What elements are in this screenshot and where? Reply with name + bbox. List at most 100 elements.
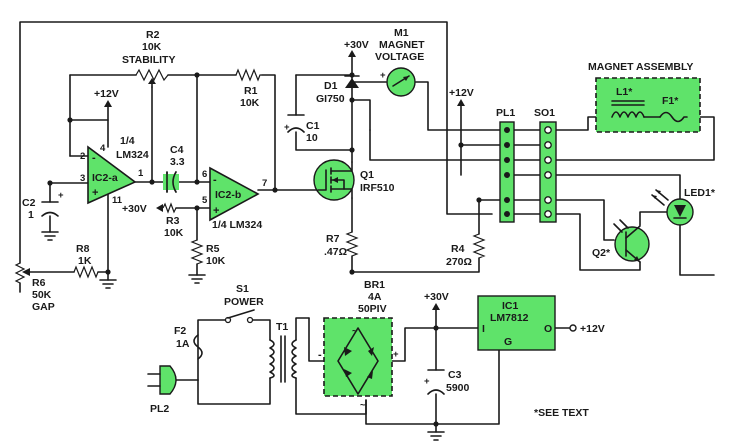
pin-2: 2 bbox=[80, 151, 85, 162]
pl2-label: PL2 bbox=[150, 403, 169, 415]
pin-3: 3 bbox=[80, 173, 85, 184]
ground-icon bbox=[427, 423, 445, 441]
q1-name: Q1 bbox=[360, 169, 374, 181]
ic2b-plus: + bbox=[213, 205, 219, 217]
r1-value: 10K bbox=[240, 97, 260, 109]
so1-label: SO1 bbox=[534, 107, 555, 119]
r2-potentiometer bbox=[135, 68, 169, 88]
ic2b-part: 1/4 LM324 bbox=[212, 219, 262, 231]
f2-value: 1A bbox=[176, 338, 190, 350]
diode-icon bbox=[344, 75, 360, 88]
r6-name: R6 bbox=[32, 277, 46, 289]
r7-value: .47Ω bbox=[324, 246, 347, 258]
r7-name: R7 bbox=[326, 233, 340, 245]
ground-icon bbox=[41, 231, 59, 241]
c1-name: C1 bbox=[306, 120, 320, 132]
plus30-r3: +30V bbox=[122, 203, 147, 215]
vcc30-arrow-bottom bbox=[432, 303, 440, 310]
pin-6: 6 bbox=[202, 169, 207, 180]
vcc-arrow-right bbox=[457, 99, 465, 106]
c1-plus: + bbox=[284, 122, 290, 133]
br1-value1: 4A bbox=[368, 291, 382, 303]
r2-name: R2 bbox=[146, 29, 160, 41]
pin-7: 7 bbox=[262, 178, 267, 189]
c2-value: 1 bbox=[28, 209, 34, 221]
m1-func2: VOLTAGE bbox=[375, 51, 424, 63]
resistor-icon bbox=[190, 239, 204, 265]
f2-name: F2 bbox=[174, 325, 186, 337]
pin-4: 4 bbox=[100, 143, 106, 154]
ic2a-fraction: 1/4 bbox=[120, 135, 135, 147]
l1-label: L1* bbox=[616, 86, 633, 98]
r4-name: R4 bbox=[451, 243, 465, 255]
pin-1: 1 bbox=[138, 168, 144, 179]
ground-icon bbox=[188, 274, 206, 284]
br1-plus: + bbox=[393, 349, 399, 360]
plus30-bottom: +30V bbox=[424, 291, 449, 303]
c2-name: C2 bbox=[22, 197, 36, 209]
ic2a-minus: - bbox=[92, 152, 96, 164]
r5-value: 10K bbox=[206, 255, 226, 267]
ic1-gnd: G bbox=[504, 336, 512, 348]
c3-name: C3 bbox=[448, 369, 462, 381]
plus12-left-label: +12V bbox=[94, 88, 119, 100]
m1-plus: + bbox=[380, 70, 386, 81]
r2-function: STABILITY bbox=[122, 54, 175, 66]
c2-plus: + bbox=[58, 190, 64, 201]
f1-label: F1* bbox=[662, 95, 679, 107]
c2-capacitor bbox=[41, 201, 59, 217]
led-icon bbox=[651, 189, 694, 226]
m1-func1: MAGNET bbox=[379, 39, 425, 51]
r8-value: 1K bbox=[78, 255, 92, 267]
s1-name: S1 bbox=[236, 283, 249, 295]
r6-function: GAP bbox=[32, 301, 55, 313]
r3-resistor bbox=[156, 202, 177, 214]
out12-label: +12V bbox=[580, 323, 605, 335]
t1-label: T1 bbox=[276, 321, 288, 333]
pin-11: 11 bbox=[112, 195, 123, 206]
r3-name: R3 bbox=[166, 215, 180, 227]
fuse-icon bbox=[193, 334, 203, 360]
junction-dots bbox=[47, 72, 482, 427]
d1-name: D1 bbox=[324, 80, 338, 92]
br1-value2: 50PIV bbox=[358, 303, 387, 315]
resistor-icon bbox=[235, 68, 262, 82]
c4-capacitor bbox=[163, 171, 179, 193]
pl1-connector bbox=[499, 121, 515, 223]
bridge-rectifier-icon bbox=[323, 317, 393, 397]
pl1-label: PL1 bbox=[496, 107, 515, 119]
c4-value: 3.3 bbox=[170, 156, 185, 168]
r3-value: 10K bbox=[164, 227, 184, 239]
s1-function: POWER bbox=[224, 296, 264, 308]
r2-value: 10K bbox=[142, 41, 162, 53]
ic1-name: IC1 bbox=[502, 300, 519, 312]
see-text-note: *SEE TEXT bbox=[534, 407, 589, 419]
r1-name: R1 bbox=[244, 85, 258, 97]
vcc-arrow-ic2a bbox=[104, 100, 112, 121]
switch-icon bbox=[224, 309, 255, 324]
r6-potentiometer bbox=[14, 262, 30, 293]
mosfet-icon bbox=[313, 159, 355, 201]
output-terminal bbox=[569, 324, 577, 332]
c4-name: C4 bbox=[170, 144, 184, 156]
ic1-in: I bbox=[482, 323, 485, 335]
ic1-part: LM7812 bbox=[490, 312, 529, 324]
ic2a-plus: + bbox=[92, 187, 98, 199]
br1-minus: - bbox=[318, 349, 322, 361]
magnet-assembly-box bbox=[595, 77, 701, 133]
plus30-top: +30V bbox=[344, 39, 369, 51]
ic2a-name: IC2-a bbox=[92, 172, 118, 184]
magnet-assembly-label: MAGNET ASSEMBLY bbox=[588, 61, 693, 73]
vcc30-arrow bbox=[348, 50, 356, 57]
c1-value: 10 bbox=[306, 132, 318, 144]
ground-icon bbox=[99, 279, 117, 289]
resistor-icon bbox=[73, 265, 99, 279]
d1-type: GI750 bbox=[316, 93, 345, 105]
ic2b-name: IC2-b bbox=[215, 189, 241, 201]
resistor-icon bbox=[472, 233, 486, 259]
m1-name: M1 bbox=[394, 27, 409, 39]
br1-ac-bottom: ~ bbox=[360, 400, 366, 411]
resistor-icon bbox=[345, 231, 359, 257]
r4-value: 270Ω bbox=[446, 256, 472, 268]
